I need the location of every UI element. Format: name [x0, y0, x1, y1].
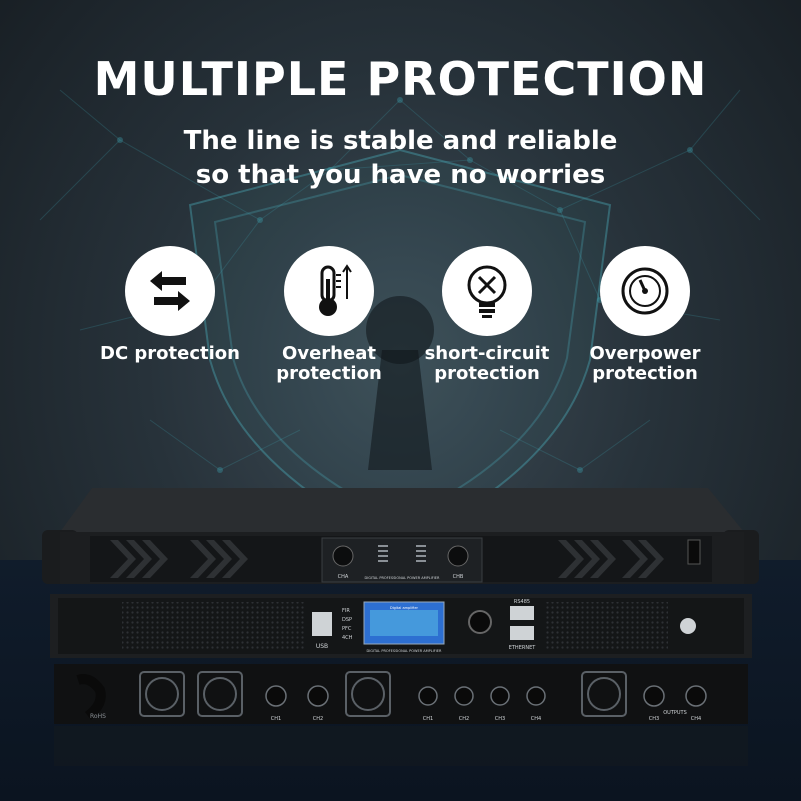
- feature-label: Overheat protection: [244, 344, 414, 384]
- usb-label: USB: [316, 643, 328, 650]
- feature-label: DC protection: [85, 344, 255, 364]
- speakon-outputs: [265, 685, 707, 707]
- display-text: Digital amplifier: [390, 606, 419, 610]
- vent-chevrons-left: [110, 540, 248, 578]
- feature-short-circuit-protection: short-circuit protection: [402, 246, 572, 384]
- ethernet-label: ETHERNET: [509, 645, 537, 651]
- bulb-x-icon: [467, 265, 507, 318]
- vent-grille-right: [544, 602, 668, 650]
- rs485-label: RS485: [514, 599, 530, 605]
- channel-label: CH4: [691, 716, 701, 722]
- front-panel-unit: CHA CHB DIGITAL PROFESSIONAL POWER AMPLI…: [42, 488, 759, 584]
- feature-label-line: DC protection: [100, 343, 240, 364]
- knob-label-cha: CHA: [338, 574, 349, 580]
- feature-tag: DSP: [342, 617, 352, 623]
- feature-label-line: Overpower: [589, 343, 701, 364]
- power-cable: [76, 674, 106, 720]
- channel-label: CH3: [649, 716, 659, 722]
- feature-label-line: protection: [592, 363, 698, 384]
- rohs-mark: RoHS: [90, 713, 106, 720]
- vent-grille-left: [122, 602, 304, 650]
- feature-label: short-circuit protection: [402, 344, 572, 384]
- channel-label: CH2: [459, 716, 469, 722]
- power-switch: [687, 539, 701, 565]
- channel-label: CH2: [313, 716, 323, 722]
- xlr-inputs: [418, 686, 546, 706]
- outputs-label: OUTPUTS: [663, 710, 687, 716]
- subheading-line-2: so that you have no worries: [195, 160, 606, 190]
- feature-tag: FIR: [342, 608, 350, 614]
- feature-overpower-protection: Overpower protection: [560, 246, 730, 384]
- feature-label-line: protection: [434, 363, 540, 384]
- gauge-icon: [621, 267, 669, 315]
- feature-icon-circle: [125, 246, 215, 336]
- feature-tag: PFC: [342, 626, 352, 632]
- feature-icon-circle: [284, 246, 374, 336]
- usb-port: [312, 612, 332, 636]
- feature-icon-circle: [442, 246, 532, 336]
- knob-chb: [447, 545, 469, 567]
- rs485-port: [510, 606, 534, 620]
- vent-chevrons-right: [558, 540, 664, 578]
- channel-label: CH4: [531, 716, 541, 722]
- feature-dc-protection: DC protection: [85, 246, 255, 364]
- middle-panel-text: DIGITAL PROFESSIONAL POWER AMPLIFIER: [367, 649, 442, 653]
- feature-icon-circle: [600, 246, 690, 336]
- channel-label: CH1: [423, 716, 433, 722]
- knob-label-chb: CHB: [453, 574, 464, 580]
- front-panel-text: DIGITAL PROFESSIONAL POWER AMPLIFIER: [365, 576, 440, 580]
- feature-label-line: short-circuit: [424, 343, 550, 364]
- thermometer-icon: [319, 264, 352, 316]
- channel-label: CH1: [271, 716, 281, 722]
- feature-overheat-protection: Overheat protection: [244, 246, 414, 384]
- control-panel-unit: USB FIR DSP PFC 4CH Digital amplifier DI…: [50, 594, 752, 658]
- feature-label-line: Overheat: [282, 343, 376, 364]
- control-knob: [468, 610, 492, 634]
- rear-panel-unit: RoHS CH1 CH2 CH1 CH2 CH3 CH4: [54, 664, 748, 724]
- panel-screw: [680, 618, 696, 634]
- knob-cha: [332, 545, 354, 567]
- ethernet-port: [510, 626, 534, 640]
- cooling-fans: [139, 671, 627, 717]
- headline: MULTIPLE PROTECTION: [93, 52, 708, 106]
- amplifier-device: CHA CHB DIGITAL PROFESSIONAL POWER AMPLI…: [42, 488, 759, 766]
- feature-label-line: protection: [276, 363, 382, 384]
- device-reflection: [54, 726, 748, 766]
- feature-tag: 4CH: [342, 635, 353, 641]
- subheading-line-1: The line is stable and reliable: [183, 126, 618, 156]
- channel-label: CH3: [495, 716, 505, 722]
- feature-label: Overpower protection: [560, 344, 730, 384]
- arrows-swap-icon: [150, 271, 190, 311]
